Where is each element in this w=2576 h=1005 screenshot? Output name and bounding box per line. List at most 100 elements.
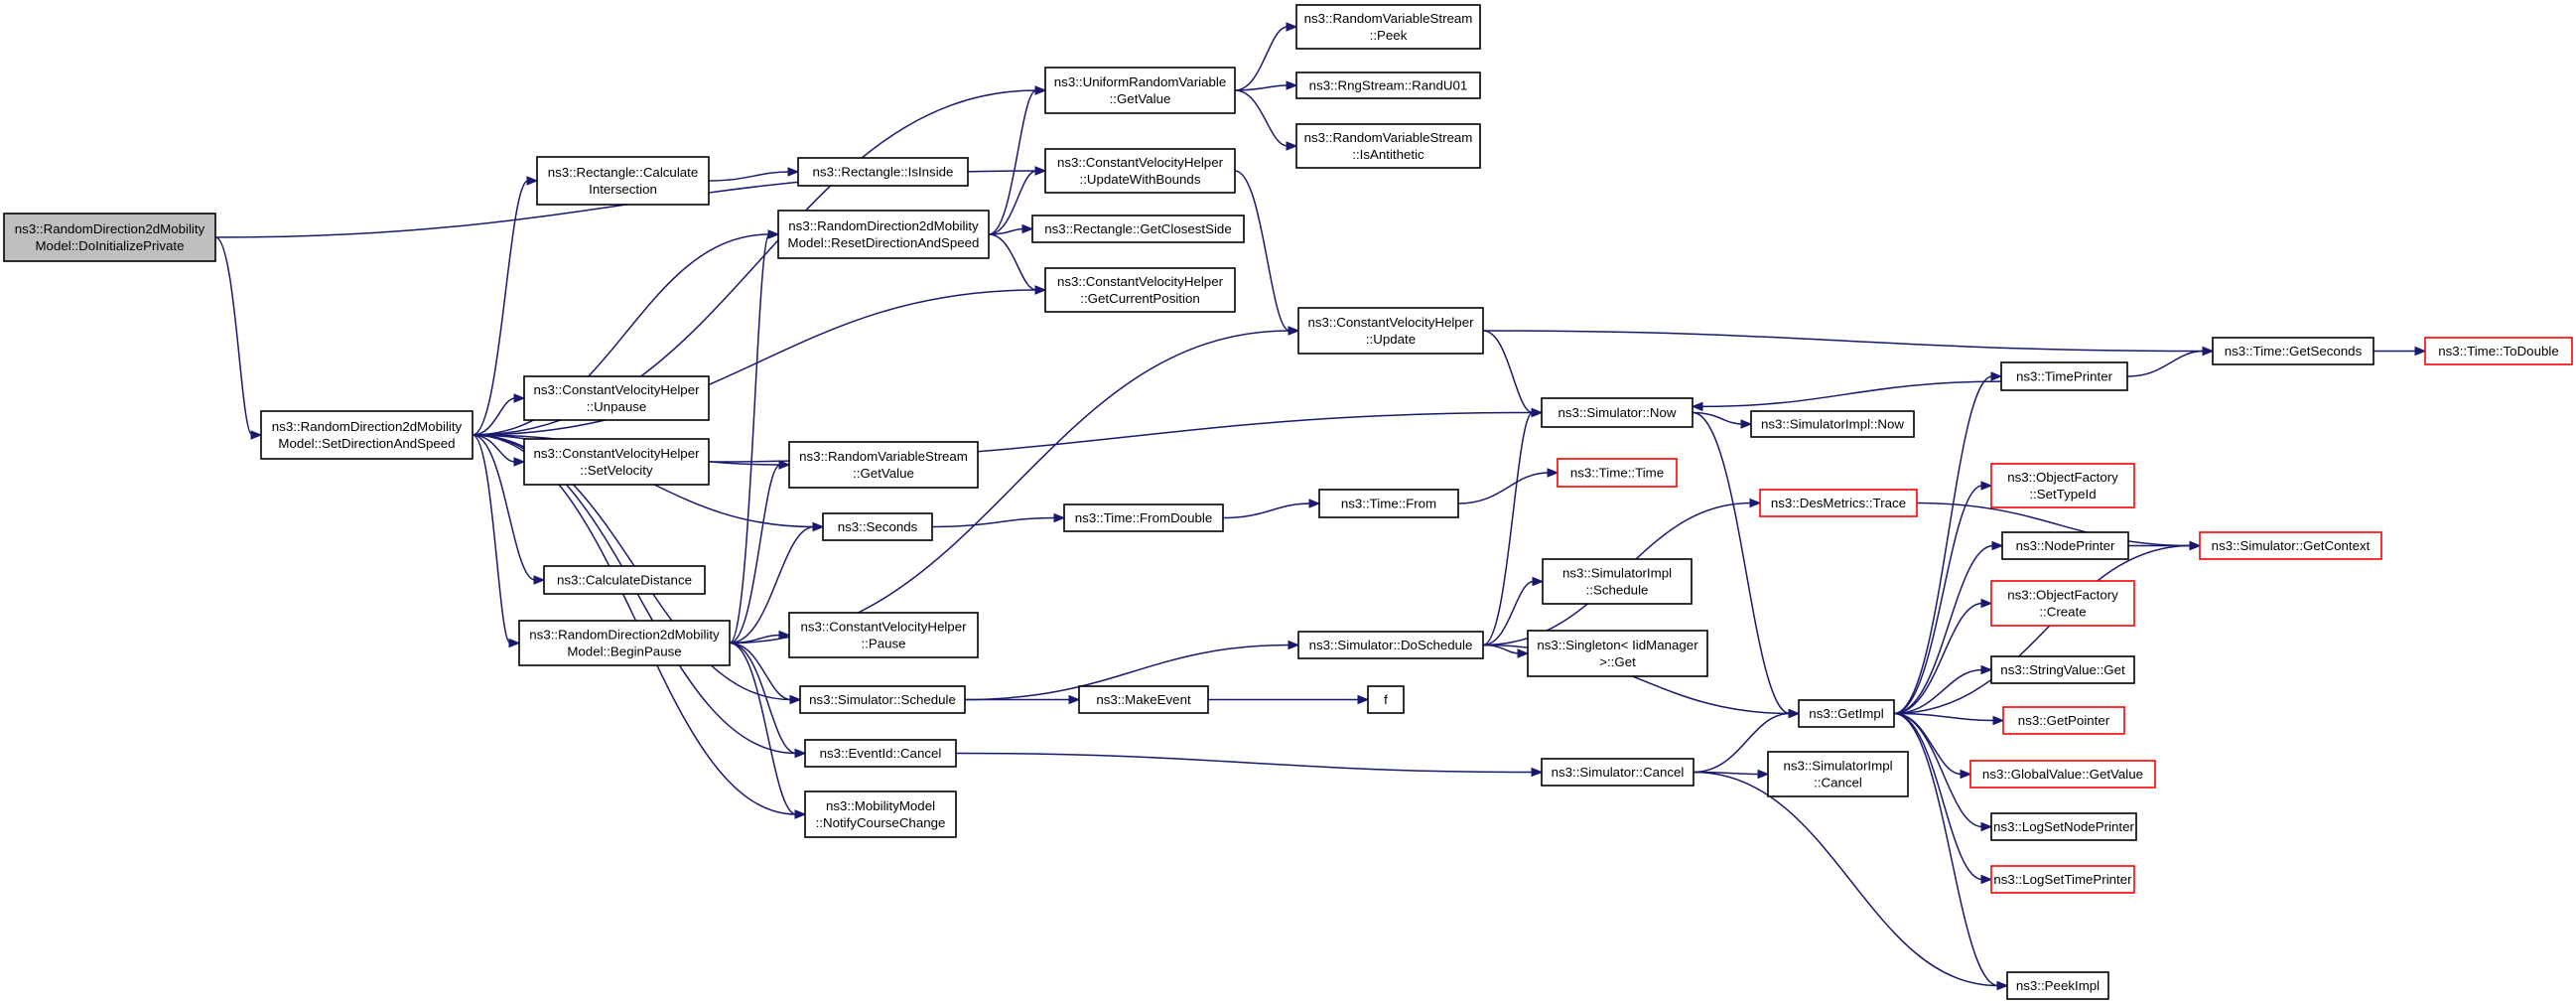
node-f[interactable]: f (1367, 685, 1405, 714)
arrowhead (1286, 22, 1298, 32)
edge-doinit-to-setdir (214, 236, 263, 440)
node-logsettime[interactable]: ns3::LogSetTimePrinter (1990, 865, 2135, 894)
node-box (1542, 558, 1693, 605)
node-box (3, 213, 216, 262)
node-label: ns3::Time::ToDouble (2438, 344, 2558, 359)
node-rectinside[interactable]: ns3::Rectangle::IsInside (797, 157, 969, 187)
node-getcontext[interactable]: ns3::Simulator::GetContext (2199, 531, 2382, 560)
node-simschedule[interactable]: ns3::Simulator::Schedule (799, 685, 966, 714)
node-cvhupdate[interactable]: ns3::ConstantVelocityHelper::Update (1297, 307, 1484, 355)
node-curpos[interactable]: ns3::ConstantVelocityHelper::GetCurrentP… (1044, 267, 1236, 313)
node-peekimpl[interactable]: ns3::PeekImpl (2006, 971, 2109, 1000)
edge-beginpause-to-rvsget (729, 460, 791, 645)
node-timetime[interactable]: ns3::Time::Time (1557, 458, 1678, 488)
node-unpause[interactable]: ns3::ConstantVelocityHelper::Unpause (523, 375, 710, 421)
edge-fromdouble-to-timefrom (1222, 499, 1321, 519)
node-implcancel[interactable]: ns3::SimulatorImpl::Cancel (1767, 751, 1909, 797)
node-fromdouble[interactable]: ns3::Time::FromDouble (1063, 503, 1224, 532)
node-label: ns3::NodePrinter (2016, 538, 2115, 553)
node-setdir[interactable]: ns3::RandomDirection2dMobilityModel::Set… (260, 410, 474, 460)
arrowhead (812, 521, 825, 532)
node-logsetnode[interactable]: ns3::LogSetNodePrinter (1990, 812, 2137, 841)
node-label: ns3::ConstantVelocityHelper (800, 620, 967, 635)
node-strvalget[interactable]: ns3::StringValue::Get (1990, 655, 2135, 684)
arrowhead (1531, 767, 1544, 778)
node-timefrom[interactable]: ns3::Time::From (1318, 489, 1459, 518)
node-closest[interactable]: ns3::Rectangle::GetClosestSide (1031, 215, 1245, 243)
edge-simcancel-to-getimpl (1693, 708, 1801, 774)
node-gvgetvalue[interactable]: ns3::GlobalValue::GetValue (1969, 760, 2156, 789)
edge-urvget-to-rvspeek (1234, 22, 1298, 91)
edge-setdir-to-unpause (472, 393, 526, 436)
node-simcancel[interactable]: ns3::Simulator::Cancel (1541, 758, 1695, 787)
edge-getimpl-to-strvalget (1893, 664, 1993, 715)
node-box (1044, 148, 1236, 194)
node-label: ns3::LogSetTimePrinter (1993, 872, 2132, 887)
node-singleton[interactable]: ns3::Singleton< IidManager>::Get (1527, 630, 1708, 677)
node-box (1318, 489, 1459, 518)
node-dessched[interactable]: ns3::Simulator::DoSchedule (1297, 631, 1484, 659)
node-nodeprinter[interactable]: ns3::NodePrinter (2001, 531, 2129, 560)
edge-beginpause-to-eventcancel (729, 642, 807, 759)
node-randu01[interactable]: ns3::RngStream::RandU01 (1295, 72, 1481, 99)
node-label: ns3::Simulator::Now (1559, 405, 1677, 420)
arrowhead (533, 575, 546, 585)
node-label: ns3::Rectangle::IsInside (813, 165, 954, 180)
node-todouble[interactable]: ns3::Time::ToDouble (2424, 337, 2573, 365)
edge-urvget-to-isanti (1234, 89, 1298, 151)
node-box (797, 157, 969, 187)
node-label: ns3::RngStream::RandU01 (1309, 78, 1468, 93)
node-eventcancel[interactable]: ns3::EventId::Cancel (804, 739, 957, 768)
node-label: Model::BeginPause (567, 645, 681, 659)
node-beginpause[interactable]: ns3::RandomDirection2dMobilityModel::Beg… (518, 620, 731, 666)
node-doinit[interactable]: ns3::RandomDirection2dMobilityModel::DoI… (3, 213, 216, 262)
node-cvhbounds[interactable]: ns3::ConstantVelocityHelper::UpdateWithB… (1044, 148, 1236, 194)
edge-beginpause-to-cvhpause (729, 630, 791, 645)
node-getpointer[interactable]: ns3::GetPointer (2002, 706, 2125, 735)
node-calcdist[interactable]: ns3::CalculateDistance (543, 565, 706, 595)
node-urvget[interactable]: ns3::UniformRandomVariable::GetValue (1044, 67, 1236, 114)
node-timeprinter[interactable]: ns3::TimePrinter (2000, 361, 2128, 391)
edge-resetdir-to-curpos (988, 233, 1047, 295)
node-label: ns3::Time::From (1341, 497, 1436, 511)
node-label: ns3::Simulator::Schedule (809, 692, 956, 707)
node-label: Model::ResetDirectionAndSpeed (788, 235, 980, 250)
node-label: ::Schedule (1586, 583, 1649, 598)
node-setvel[interactable]: ns3::ConstantVelocityHelper::SetVelocity (523, 438, 710, 486)
node-rvsget[interactable]: ns3::RandomVariableStream::GetValue (788, 441, 979, 489)
node-box (1990, 463, 2135, 508)
edge-timeprinter-to-simnow (1691, 380, 2002, 412)
node-resetdir[interactable]: ns3::RandomDirection2dMobilityModel::Res… (777, 210, 990, 259)
node-isanti[interactable]: ns3::RandomVariableStream::IsAntithetic (1295, 123, 1481, 169)
node-label: ns3::ObjectFactory (2007, 588, 2118, 603)
arrowhead (1034, 285, 1047, 295)
node-simimplnow[interactable]: ns3::SimulatorImpl::Now (1750, 410, 1915, 438)
node-desmetrics[interactable]: ns3::DesMetrics::Trace (1759, 489, 1918, 517)
node-notify[interactable]: ns3::MobilityModel::NotifyCourseChange (804, 790, 957, 838)
node-box (788, 612, 979, 658)
arrowhead (787, 167, 800, 177)
node-implsched[interactable]: ns3::SimulatorImpl::Schedule (1542, 558, 1693, 605)
arrowhead (1749, 498, 1762, 508)
node-label: ns3::Seconds (838, 519, 918, 534)
node-label: ns3::Time::GetSeconds (2225, 344, 2363, 359)
arrowhead (1021, 223, 1034, 234)
node-label: ns3::ConstantVelocityHelper (533, 382, 700, 397)
node-simnow[interactable]: ns3::Simulator::Now (1541, 397, 1694, 428)
arrowhead (778, 460, 791, 470)
arrowhead (513, 393, 526, 403)
node-label: ns3::TimePrinter (2016, 369, 2113, 384)
node-getseconds[interactable]: ns3::Time::GetSeconds (2212, 337, 2374, 365)
node-box (1759, 489, 1918, 517)
node-seconds[interactable]: ns3::Seconds (822, 512, 933, 541)
node-ofsettype[interactable]: ns3::ObjectFactory::SetTypeId (1990, 463, 2135, 508)
node-box (1044, 267, 1236, 313)
node-makeevent[interactable]: ns3::MakeEvent (1078, 685, 1209, 714)
node-rvspeek[interactable]: ns3::RandomVariableStream::Peek (1295, 4, 1481, 50)
node-ofcreate[interactable]: ns3::ObjectFactory::Create (1990, 580, 2135, 627)
arrowhead (2202, 346, 2215, 357)
node-label: ::Cancel (1814, 776, 1862, 790)
node-getimpl[interactable]: ns3::GetImpl (1798, 699, 1895, 728)
node-cvhpause[interactable]: ns3::ConstantVelocityHelper::Pause (788, 612, 979, 658)
